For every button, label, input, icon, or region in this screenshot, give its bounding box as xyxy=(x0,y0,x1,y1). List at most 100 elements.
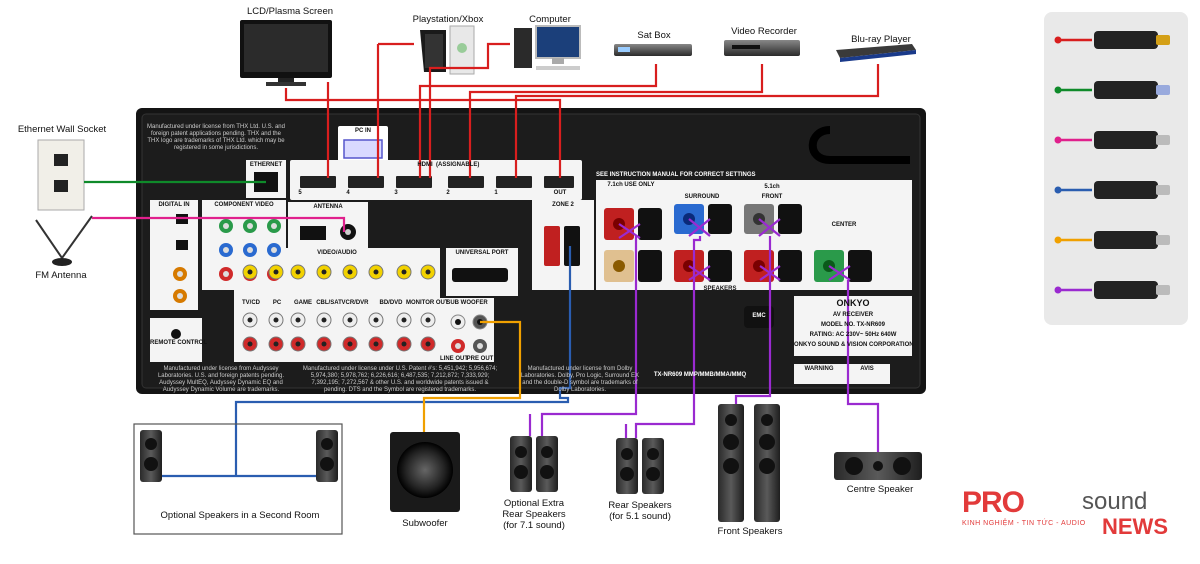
tv-label: LCD/Plasma Screen xyxy=(246,6,334,17)
rcv-cblsat: CBL/SAT xyxy=(316,300,342,306)
av-jack-pin xyxy=(295,317,301,323)
rcv-video-audio: VIDEO/AUDIO xyxy=(317,250,357,256)
extra-rear-speaker-right xyxy=(536,436,558,492)
av-jack-pin xyxy=(321,317,327,323)
tv-icon xyxy=(240,20,332,86)
extra-rear-label-3: (for 7.1 sound) xyxy=(503,520,565,531)
av-jack-pin xyxy=(247,341,253,347)
rcv-brand: ONKYO xyxy=(836,298,870,308)
subwoofer-icon xyxy=(390,432,460,512)
rcv-51ch: 5.1ch xyxy=(764,184,780,190)
logo-news: NEWS xyxy=(1102,514,1168,539)
hdmi-plug-icon xyxy=(1054,31,1170,49)
rcv-hdmi5: 5 xyxy=(298,190,302,196)
bluray-label: Blu-ray Player xyxy=(851,34,911,45)
av-jack-pin xyxy=(425,341,431,347)
rcv-tvcd: TV/CD xyxy=(242,300,260,306)
av-jack-pin xyxy=(321,269,327,275)
rcv-zone2: ZONE 2 xyxy=(552,202,574,208)
ethernet-label: Ethernet Wall Socket xyxy=(17,124,107,135)
av-jack-pin xyxy=(347,269,353,275)
second-room-frame xyxy=(133,423,343,535)
front-speaker-right xyxy=(754,404,780,522)
av-jack-pin xyxy=(401,341,407,347)
speaker-binding-posts xyxy=(604,204,872,282)
rcv-fine3: Manufactured under license from Audyssey… xyxy=(157,366,285,393)
av-jack-pin xyxy=(247,269,253,275)
centre-speaker-icon xyxy=(834,452,922,480)
rear-speaker-right xyxy=(642,438,664,494)
rcv-surround-back: 7.1ch USE ONLY xyxy=(607,182,655,188)
prosound-logo: PRO sound NEWS KINH NGHIỆM - TIN TỨC - A… xyxy=(962,486,1182,546)
rcv-emc: EMC xyxy=(752,313,766,319)
rear-label-2: (for 5.1 sound) xyxy=(609,511,671,522)
rcv-component: COMPONENT VIDEO xyxy=(214,202,274,208)
rear-speaker-left xyxy=(616,438,638,494)
rcv-hdmi: HDMI xyxy=(417,162,433,168)
av-jack-pin xyxy=(273,317,279,323)
satbox-icon xyxy=(614,44,692,56)
computer-icon xyxy=(514,25,581,70)
rcv-universal: UNIVERSAL PORT xyxy=(455,250,509,256)
zone2-binding-posts xyxy=(544,226,580,266)
av-jack-pin xyxy=(347,317,353,323)
extra-rear-label-2: Rear Speakers xyxy=(502,509,566,520)
av-jack-pin xyxy=(401,269,407,275)
av-jack-pin xyxy=(295,269,301,275)
second-room-label: Optional Speakers in a Second Room xyxy=(160,510,320,521)
rcv-hdmi-assign: (ASSIGNABLE) xyxy=(436,162,480,168)
av-jack-pin xyxy=(347,341,353,347)
rcv-sub: SUB WOOFER xyxy=(446,300,488,306)
rcv-maker: ONKYO SOUND & VISION CORPORATION xyxy=(794,342,914,348)
rcv-see-manual: SEE INSTRUCTION MANUAL FOR CORRECT SETTI… xyxy=(596,172,756,178)
rcv-fine2: Manufactured under license under U.S. Pa… xyxy=(302,366,498,393)
rcv-monitor-out: MONITOR OUT xyxy=(406,300,449,306)
cert-marks xyxy=(744,306,774,328)
rca-plug-icon xyxy=(1054,231,1170,249)
av-jack-pin xyxy=(425,269,431,275)
rcv-avis: AVIS xyxy=(860,366,874,372)
av-jack-pin xyxy=(373,269,379,275)
av-jack-pin xyxy=(273,269,279,275)
rcv-model-code: TX-NR609 MMP/MMB/MMA/MMQ xyxy=(653,372,747,378)
second-room-speaker-left xyxy=(140,430,162,482)
logo-tag: KINH NGHIỆM - TIN TỨC - AUDIO xyxy=(962,520,1086,527)
rcv-hdmi1: 1 xyxy=(494,190,498,196)
fm-antenna-label: FM Antenna xyxy=(35,270,87,281)
satbox-label: Sat Box xyxy=(637,30,671,41)
rcv-pc-in: PC IN xyxy=(354,128,371,134)
extra-rear-label-1: Optional Extra xyxy=(503,498,565,509)
rcv-antenna: ANTENNA xyxy=(313,204,343,210)
banana-plug-icon xyxy=(1054,281,1170,299)
rcv-model: MODEL NO. TX-NR609 xyxy=(821,322,885,328)
rcv-hdmi3: 3 xyxy=(394,190,398,196)
rcv-center: CENTER xyxy=(831,222,857,228)
rcv-remote: REMOTE CONTROL xyxy=(150,340,207,346)
rcv-hdmi-out: OUT xyxy=(553,190,567,196)
video-recorder-icon xyxy=(724,40,800,56)
av-jack-pin xyxy=(425,317,431,323)
rcv-front: FRONT xyxy=(761,194,783,200)
logo-sound: sound xyxy=(1082,488,1148,515)
cable-legend xyxy=(1044,12,1188,325)
av-jack-pin xyxy=(295,341,301,347)
av-jack-pin xyxy=(247,317,253,323)
rcv-fine1: Manufactured under license from Dolby La… xyxy=(521,366,639,393)
rcv-av-receiver: AV RECEIVER xyxy=(832,312,874,318)
rcv-pre-out: PRE OUT xyxy=(466,356,494,362)
rcv-game: GAME xyxy=(294,300,312,306)
front-label: Front Speakers xyxy=(717,526,783,537)
ethernet-plug-icon xyxy=(1054,81,1170,99)
console-icon xyxy=(420,25,475,75)
console-label: Playstation/Xbox xyxy=(412,14,484,25)
front-speaker-left xyxy=(718,404,744,522)
video-recorder-label: Video Recorder xyxy=(731,26,797,37)
rcv-hdmi4: 4 xyxy=(346,190,350,196)
legend-canvas xyxy=(1054,31,1170,299)
av-jacks xyxy=(242,264,436,352)
rcv-line-out: LINE OUT xyxy=(440,356,468,362)
bluray-icon xyxy=(836,44,916,62)
second-room-speaker-right xyxy=(316,430,338,482)
